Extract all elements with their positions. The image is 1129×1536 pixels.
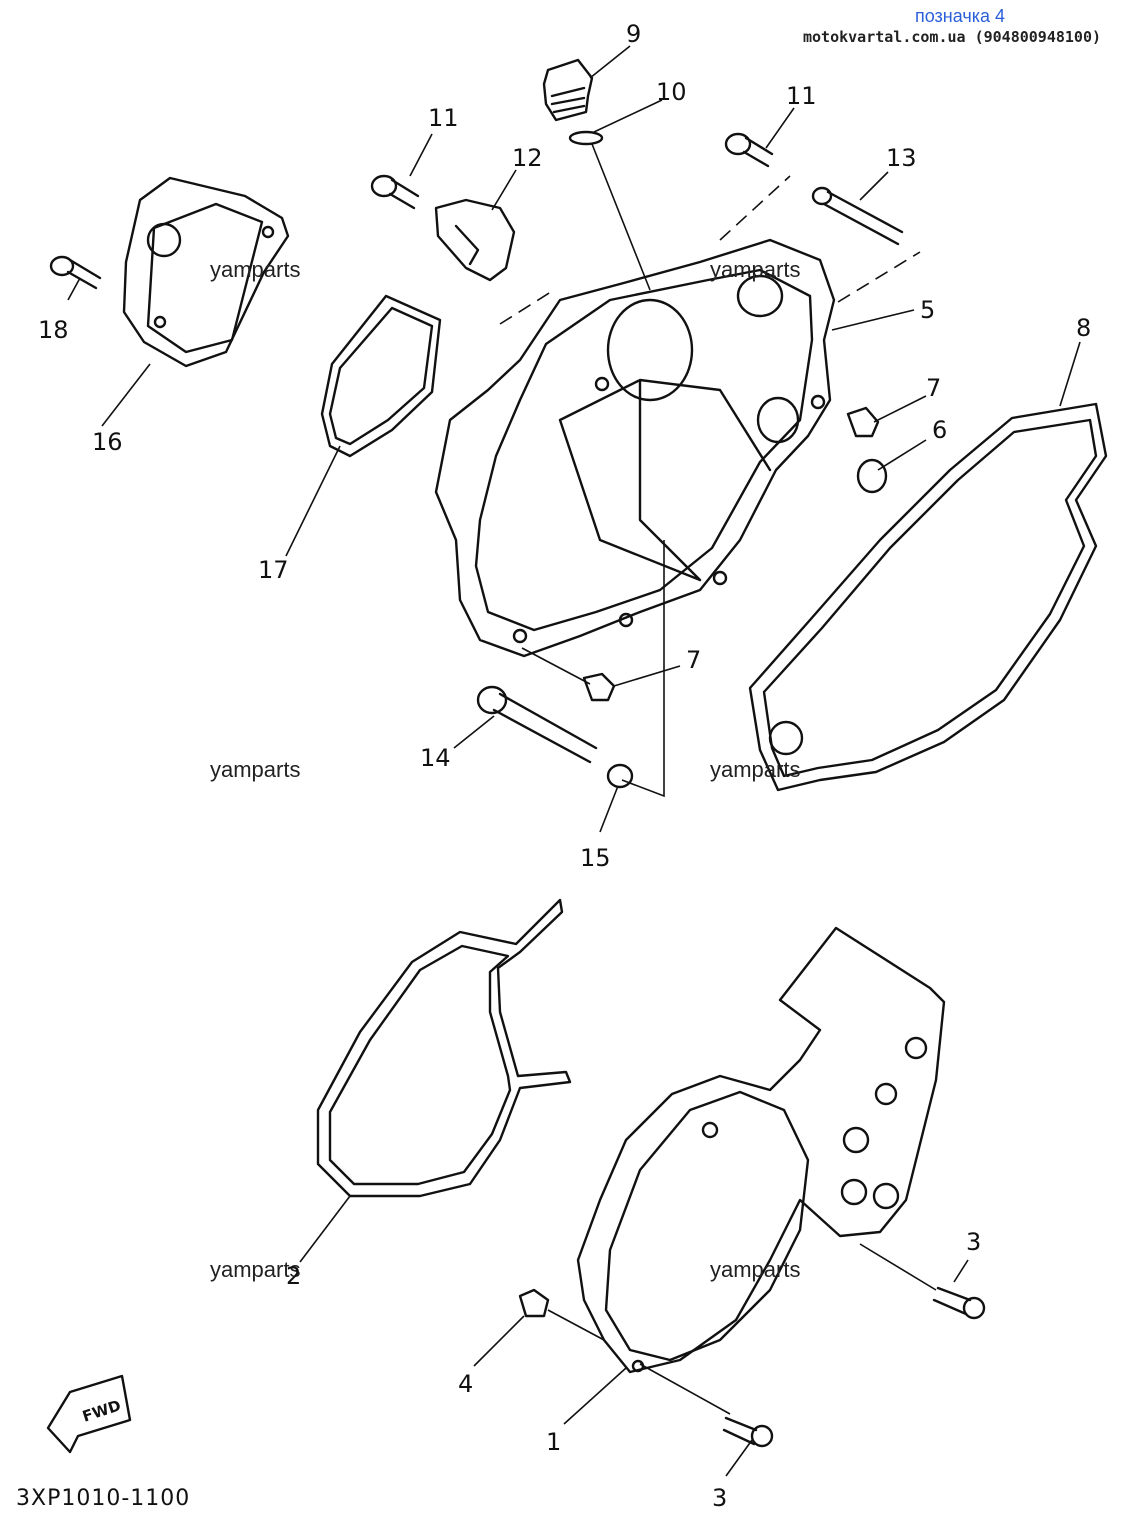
callout-14: 14 [420,744,451,772]
leader-lines [67,45,1081,1477]
fwd-arrow-icon [46,1374,132,1454]
watermark: yamparts [710,257,801,282]
part-17-gasket [320,294,442,458]
watermark: yamparts [710,757,801,782]
callout-12: 12 [512,144,543,172]
part-7-dowel-lower [582,672,616,702]
callout-3-lower: 3 [712,1484,728,1512]
part-11-bolt-right [724,132,774,168]
callout-6: 6 [932,416,948,444]
callout-13: 13 [886,144,917,172]
callout-18: 18 [38,316,69,344]
badge-label: позначка 4 [914,6,1005,26]
watermark: yamparts [210,257,301,282]
part-5-crankcase-cover [434,238,836,658]
part-11-bolt-left [370,174,420,210]
callout-16: 16 [92,428,123,456]
callout-8: 8 [1076,314,1092,342]
callout-15: 15 [580,844,611,872]
callout-1: 1 [546,1428,562,1456]
callout-3-right: 3 [966,1228,982,1256]
part-7-dowel-upper [846,406,880,438]
part-4-dowel [518,1288,550,1318]
part-10-oring [568,130,604,146]
part-15-washer [606,763,634,789]
callout-2: 2 [286,1262,302,1290]
callout-17: 17 [258,556,289,584]
part-8-gasket [748,402,1108,792]
callout-9: 9 [626,20,642,48]
part-13-bolt [811,186,904,246]
callout-4: 4 [458,1370,474,1398]
part-14-bolt [476,685,598,764]
callout-7-lower: 7 [686,646,702,674]
watermark: yamparts [210,1257,301,1282]
watermark: yamparts [210,757,301,782]
part-1-generator-cover [576,926,946,1374]
part-6-seal [856,458,888,494]
diagram-code: 3XP1010-1100 [16,1486,191,1511]
part-16-cover [122,176,290,368]
part-18-bolt [49,255,102,290]
part-3-bolt-right [932,1286,986,1320]
part-2-gasket [316,898,572,1198]
callout-11-left: 11 [428,104,459,132]
callout-7-upper: 7 [926,374,942,402]
part-9-plug [542,58,594,122]
callout-11-right: 11 [786,82,817,110]
part-3-bolt-lower [722,1416,774,1448]
watermark: yamparts [710,1257,801,1282]
site-label: motokvartal.com.ua (904800948100) [802,28,1101,46]
callout-5: 5 [920,296,936,324]
callout-10: 10 [656,78,687,106]
part-12-clip [434,198,516,282]
